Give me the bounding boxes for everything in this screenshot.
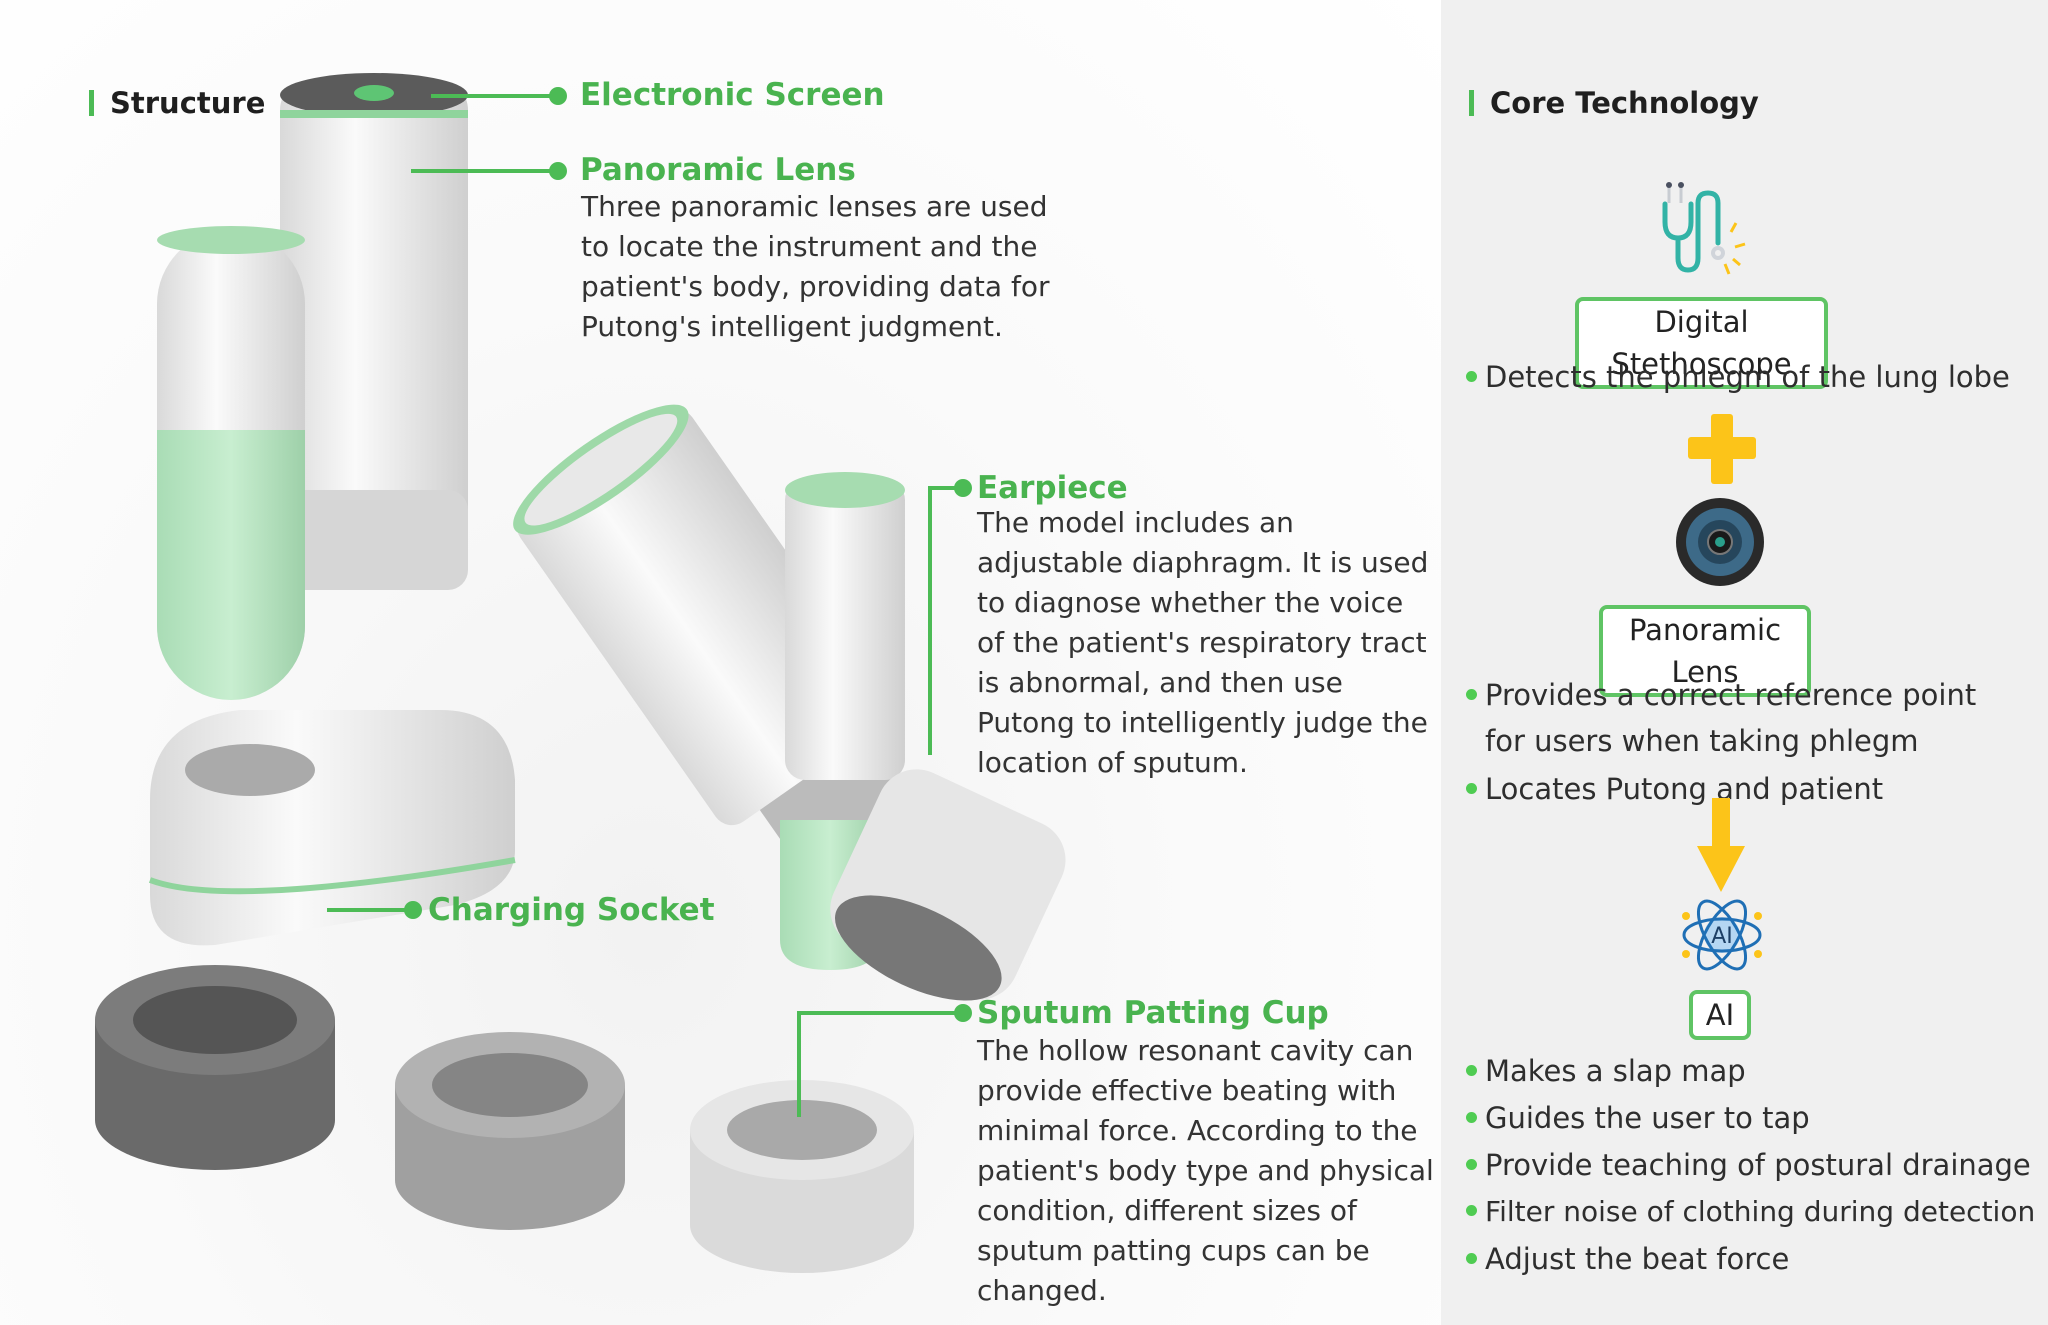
bullet-item: Guides the user to tap (1466, 1098, 2035, 1145)
description-line: Three panoramic lenses are used (581, 190, 1048, 223)
description-line: Putong to intelligently judge the (977, 706, 1428, 739)
core-technology-title: Core Technology (1469, 89, 1759, 118)
camera-lens-icon (1676, 498, 1764, 586)
panoramic-lens-box: Panoramic Lens (1599, 605, 1811, 697)
product-render (95, 73, 1066, 1273)
cup-dark (95, 965, 335, 1170)
bullet-dot-icon (1466, 1158, 1477, 1170)
bullet-text: Detects the phlegm of the lung lobe (1485, 360, 2010, 394)
electronic-screen-label: Electronic Screen (580, 77, 885, 113)
description-line: patient's body type and physical (977, 1154, 1434, 1187)
sputum-cup-description: The hollow resonant cavity can provide e… (977, 1031, 1434, 1311)
description-line: sputum patting cups can be (977, 1234, 1370, 1267)
stethoscope-icon (1662, 182, 1746, 275)
description-line: The model includes an (977, 506, 1294, 539)
panoramic-lens-label: Panoramic Lens (580, 152, 856, 188)
charging-socket-render (148, 710, 516, 946)
bullet-continuation: for users when taking phlegm (1485, 724, 1919, 758)
description-line: location of sputum. (977, 746, 1248, 779)
ai-box: AI (1689, 990, 1751, 1040)
bullet-dot-icon (1466, 370, 1477, 382)
description-line: adjustable diaphragm. It is used (977, 546, 1429, 579)
bullet-text: Makes a slap map (1485, 1054, 1746, 1088)
bullet-dot-icon (1466, 1064, 1477, 1076)
earpiece-label: Earpiece (977, 470, 1128, 506)
bullet-item: Provide teaching of postural drainage (1466, 1145, 2035, 1192)
panoramic-lens-description: Three panoramic lenses are used to locat… (581, 187, 1049, 347)
description-line: to diagnose whether the voice (977, 586, 1404, 619)
bullet-item: Detects the phlegm of the lung lobe (1466, 357, 2010, 397)
device-standing (157, 73, 468, 700)
earpiece-description: The model includes an adjustable diaphra… (977, 503, 1428, 783)
ai-icon-text: AI (1711, 924, 1733, 949)
charging-socket-label: Charging Socket (428, 892, 715, 928)
bullet-dot-icon (1466, 688, 1477, 700)
bullet-item: Makes a slap map (1466, 1051, 2035, 1098)
bullet-dot-icon (1466, 782, 1477, 794)
description-line: changed. (977, 1274, 1107, 1307)
description-line: provide effective beating with (977, 1074, 1397, 1107)
bullet-text: Provide teaching of postural drainage (1485, 1148, 2031, 1182)
bullet-item: Locates Putong and patient (1466, 769, 1976, 809)
description-line: to locate the instrument and the (581, 230, 1038, 263)
bullet-text: Locates Putong and patient (1485, 772, 1884, 806)
ai-atom-icon: AI (1682, 899, 1762, 971)
bullet-item: Filter noise of clothing during detectio… (1466, 1192, 2035, 1239)
bullet-dot-icon (1466, 1204, 1477, 1216)
arrow-down-icon (1697, 798, 1745, 892)
bullet-dot-icon (1466, 1252, 1477, 1264)
bullet-text: Adjust the beat force (1485, 1242, 1790, 1276)
bullet-item: Adjust the beat force (1466, 1239, 2035, 1286)
plus-icon (1688, 414, 1756, 484)
callout-lines (327, 94, 963, 1117)
cup-medium (395, 1032, 625, 1230)
bullet-dot-icon (1466, 1111, 1477, 1123)
sputum-cup-label: Sputum Patting Cup (977, 995, 1329, 1031)
description-line: condition, different sizes of (977, 1194, 1357, 1227)
digital-stethoscope-box: Digital Stethoscope (1575, 297, 1828, 389)
cup-light (690, 1080, 914, 1273)
bullet-item: Provides a correct reference point (1466, 675, 1976, 721)
description-line: Putong's intelligent judgment. (581, 310, 1003, 343)
description-line: of the patient's respiratory tract (977, 626, 1427, 659)
description-line: patient's body, providing data for (581, 270, 1050, 303)
lens-bullets: Provides a correct reference point for u… (1466, 675, 1976, 809)
bullet-text: Provides a correct reference point (1485, 678, 1977, 712)
bullet-text: Filter noise of clothing during detectio… (1485, 1195, 2036, 1228)
description-line: The hollow resonant cavity can (977, 1034, 1414, 1067)
description-line: minimal force. According to the (977, 1114, 1418, 1147)
description-line: is abnormal, and then use (977, 666, 1343, 699)
bullet-text: Guides the user to tap (1485, 1101, 1810, 1135)
structure-title: Structure (89, 89, 265, 118)
ai-bullets: Makes a slap map Guides the user to tap … (1466, 1051, 2035, 1286)
structure-panel: Structure Electronic Screen Panoramic Le… (0, 0, 1441, 1325)
core-technology-panel: Core Technology Digital Stethoscope Dete… (1441, 0, 2048, 1325)
